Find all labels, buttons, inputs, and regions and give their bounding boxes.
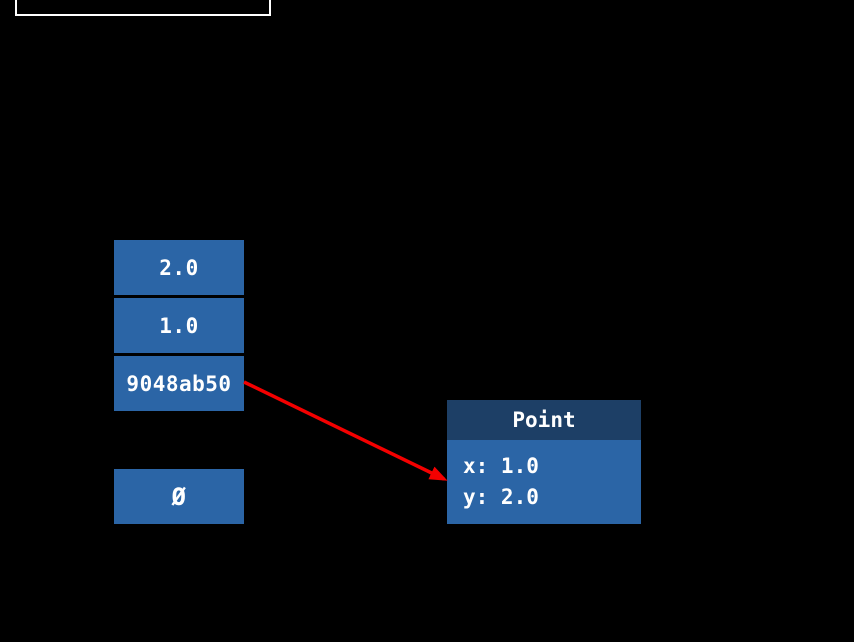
heap-object-header: Point	[447, 400, 641, 440]
stack-slot-address: 9048ab50	[114, 356, 244, 411]
cropped-box-outline	[15, 0, 271, 16]
nil-slot: Ø	[114, 469, 244, 524]
heap-object-body: x: 1.0 y: 2.0	[447, 440, 641, 524]
heap-object-field-x: x: 1.0	[463, 454, 539, 478]
nil-slot-label: Ø	[171, 482, 187, 511]
pointer-arrow-line	[243, 380, 448, 481]
stack-slot-value: 2.0	[114, 240, 244, 295]
stack-slot-label: 1.0	[159, 313, 199, 338]
heap-object-field-y: y: 2.0	[463, 485, 539, 509]
heap-object-title: Point	[512, 408, 576, 432]
stack-slot-label: 2.0	[159, 255, 199, 280]
stack-slot-value: 1.0	[114, 298, 244, 353]
stack-slot-label: 9048ab50	[126, 371, 232, 396]
heap-object-box: Point x: 1.0 y: 2.0	[447, 400, 641, 524]
